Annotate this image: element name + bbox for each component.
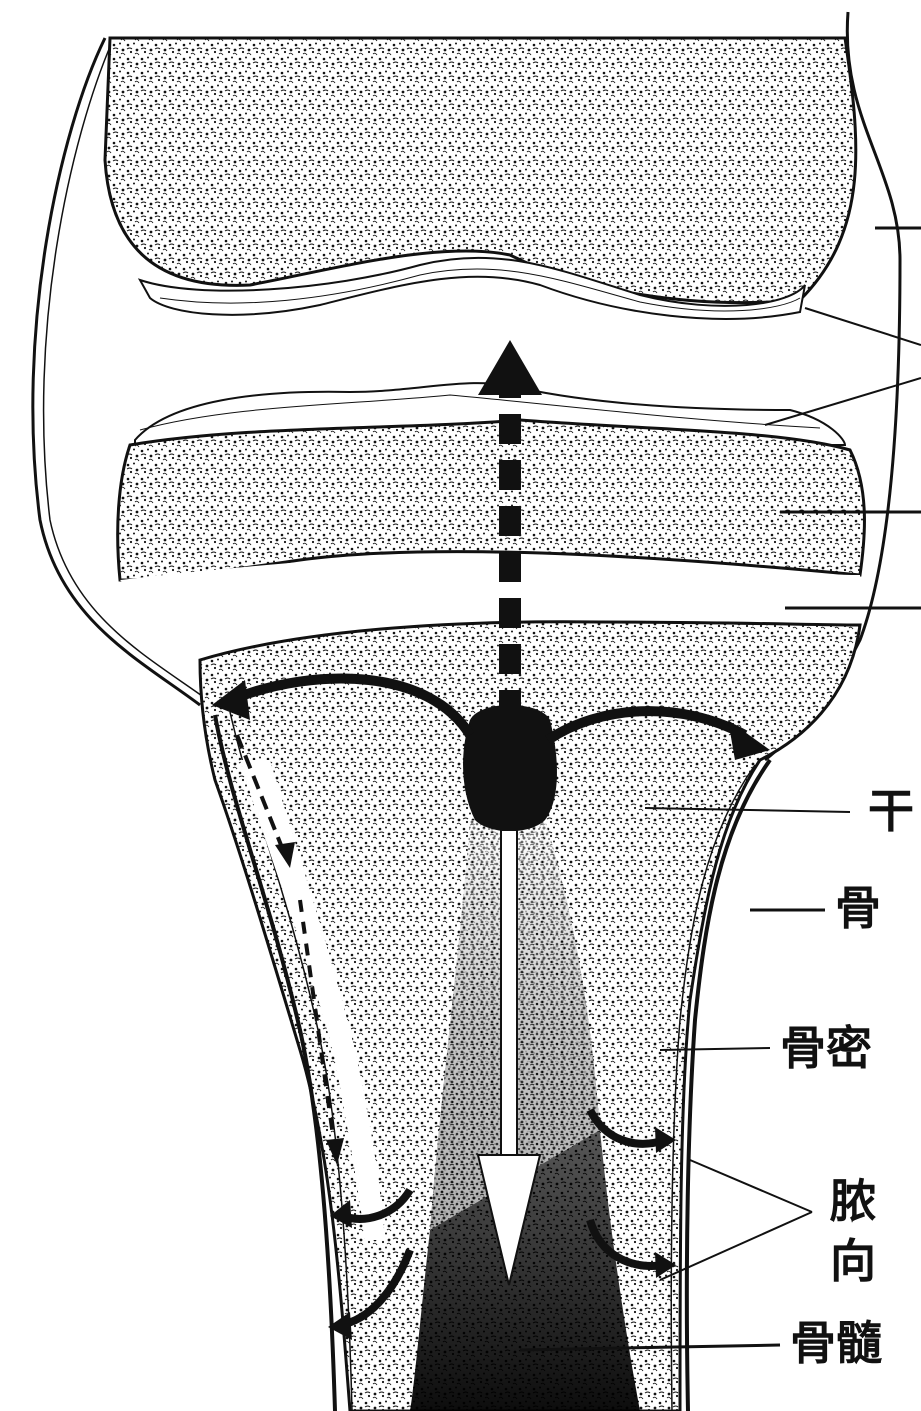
leader-line-pus-lower: [660, 1212, 812, 1280]
leader-line-femur-cartilage: [805, 308, 921, 345]
label-gan: 干: [868, 788, 914, 834]
label-pus-line-2: 向: [830, 1238, 876, 1284]
label-pus-line-1: 脓: [830, 1178, 876, 1224]
label-bone-marrow: 骨髓: [790, 1320, 882, 1366]
metaphyseal-lesion: [463, 705, 557, 831]
label-cortical-bone: 骨密: [780, 1025, 872, 1071]
label-periosteum: 骨: [835, 885, 881, 931]
leader-line-pus-upper: [690, 1160, 812, 1212]
downward-spread-arrow-shaft: [501, 830, 517, 1160]
upward-spread-arrowhead: [478, 340, 542, 395]
